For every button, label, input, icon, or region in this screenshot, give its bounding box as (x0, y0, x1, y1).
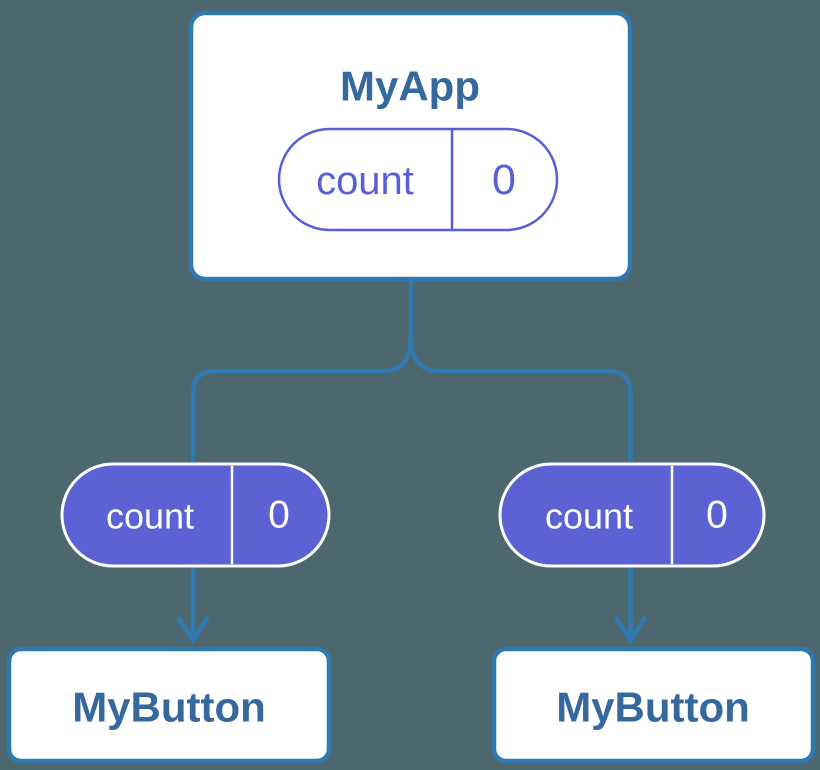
root-state-pill: count 0 (277, 127, 559, 232)
prop-pill-right-shape (498, 462, 766, 568)
myapp-title: MyApp (340, 63, 480, 110)
prop-pill-left-shape (60, 462, 331, 568)
connector-tree (176, 279, 648, 645)
root-state-pill-shape (277, 127, 559, 232)
root-state-value: 0 (492, 156, 516, 204)
root-state-name: count (316, 159, 414, 203)
mybutton-right-card (491, 646, 816, 764)
prop-name-right: count (545, 496, 633, 537)
branch-right-line (408, 336, 633, 640)
node-mybutton-left: MyButton (6, 646, 332, 764)
node-myapp: MyApp count 0 (188, 10, 633, 282)
prop-value-left: 0 (268, 494, 290, 537)
prop-value-right: 0 (706, 494, 728, 537)
prop-pill-right: count 0 (498, 462, 766, 568)
node-mybutton-right: MyButton (491, 646, 816, 764)
mybutton-left-card (6, 646, 332, 764)
arrowhead-left-icon (176, 615, 210, 645)
prop-name-left: count (106, 496, 194, 537)
mybutton-left-title: MyButton (72, 684, 266, 731)
branch-left-line (190, 336, 414, 640)
mybutton-right-title: MyButton (556, 684, 750, 731)
prop-pill-left: count 0 (60, 462, 331, 568)
arrowhead-right-icon (613, 615, 648, 645)
